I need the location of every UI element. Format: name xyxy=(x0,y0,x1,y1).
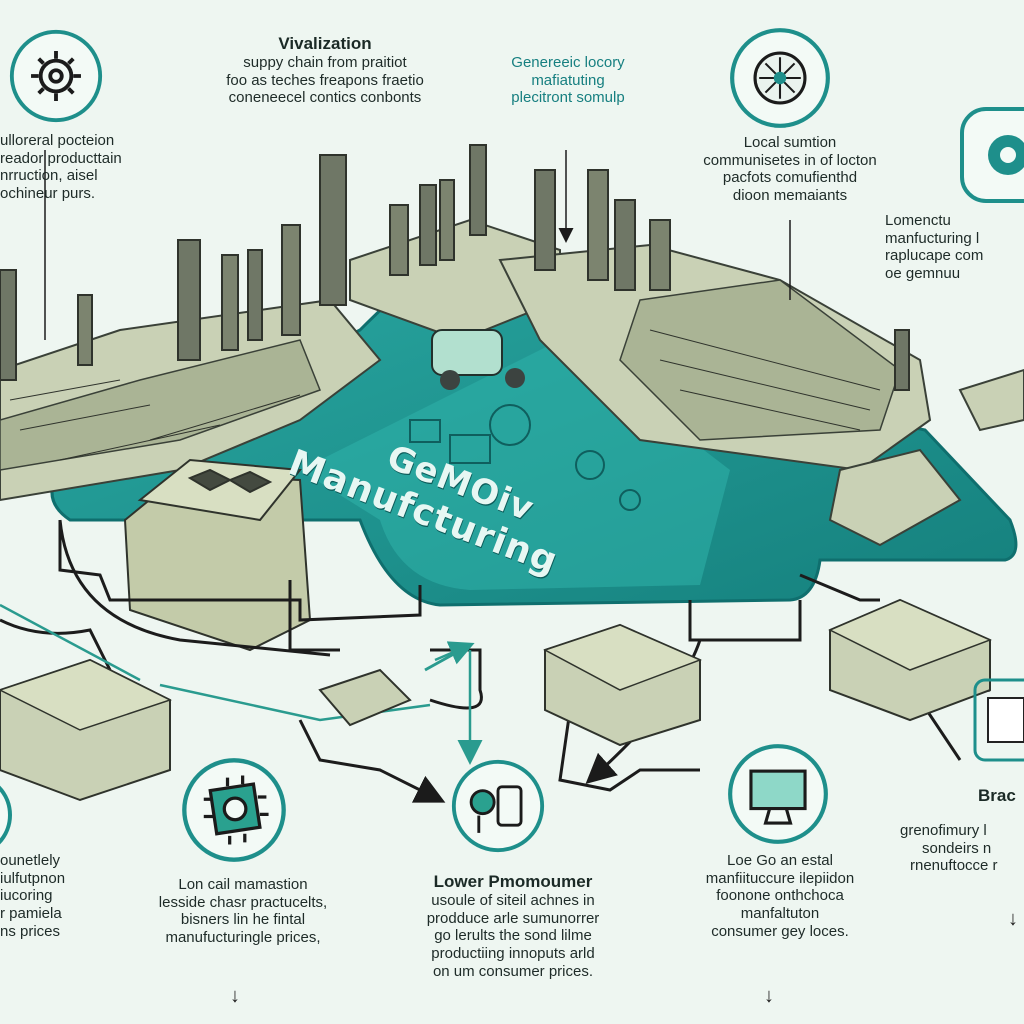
chip-icon xyxy=(180,756,288,864)
bottom-col2-line: Lon cail mamastion xyxy=(178,876,308,893)
top-teal-line: plecitront somulp xyxy=(511,89,625,107)
top-left-line: reador producttain xyxy=(0,149,122,167)
top-teal-block: Genereeic locory mafiatuting plecitront … xyxy=(468,54,668,107)
gear-icon xyxy=(958,105,1024,205)
module-lower-left xyxy=(0,658,172,802)
top-teal-line: mafiatuting xyxy=(531,71,605,89)
top-far-right-line: manfucturing l xyxy=(885,229,980,247)
bottom-col5-line: rnenuftocce r xyxy=(910,857,998,875)
top-center-heading: Vivalization xyxy=(278,34,372,53)
top-right-line: Local sumtion xyxy=(743,134,837,151)
bottom-col1-line: iucoring xyxy=(0,887,53,905)
top-teal-line: Genereeic locory xyxy=(511,54,625,71)
bottom-col3-line: prodduce arle sumunorrer xyxy=(426,909,600,927)
partial-left-icon xyxy=(0,770,20,860)
top-center-line: foo as teches freapons fraetio xyxy=(226,71,424,89)
factory-center xyxy=(349,144,561,390)
bottom-col2-line: bisners lin he fintal xyxy=(180,911,306,929)
right-edge-panel xyxy=(973,678,1024,762)
bottom-col4-line: Loe Go an estal xyxy=(727,852,833,869)
bottom-col3-line: on um consumer prices. xyxy=(432,962,594,980)
top-far-right-line: Lomenctu xyxy=(885,212,951,229)
monitor-icon xyxy=(726,742,830,846)
generator-unit xyxy=(123,458,312,652)
top-right-line: pacfots comufienthd xyxy=(722,169,858,187)
top-center-block: Vivalization suppy chain from praitiot f… xyxy=(180,34,470,107)
top-left-line: ochineur purs. xyxy=(0,185,96,203)
bottom-col5-heading: Brac xyxy=(978,786,1016,805)
gear-icon xyxy=(8,28,104,124)
bottom-col4-line: manfaltuton xyxy=(740,905,820,923)
top-right-line: dioon memaiants xyxy=(732,187,848,205)
module-mid-right xyxy=(543,623,702,747)
board-symbols xyxy=(409,404,641,511)
bottom-col1-line: r pamiela xyxy=(0,905,62,923)
bottom-col4: Loe Go an estal manfiituccure ilepiidon … xyxy=(660,852,900,940)
bottom-col2-line: lesside chasr practucelts, xyxy=(158,893,328,911)
bottom-col1: ounetlely iulfutpnon iucoring r pamiela … xyxy=(0,852,120,940)
bottom-col2: Lon cail mamastion lesside chasr practuc… xyxy=(118,876,368,947)
arrow-down-icon: ↓ xyxy=(1008,908,1018,930)
top-right-block: Local sumtion communisetes in of locton … xyxy=(660,134,920,205)
bottom-col1-line: ounetlely xyxy=(0,852,61,869)
bottom-col5-line: sondeirs n xyxy=(922,839,992,857)
arrow-down-icon: ↓ xyxy=(764,985,774,1007)
top-center-line: coneneecel contics conbonts xyxy=(228,89,422,107)
top-left-line: nrruction, aisel xyxy=(0,167,98,185)
bottom-col3: Lower Pmomoumer usoule of siteil achnes … xyxy=(378,872,648,980)
factory-cluster-right xyxy=(498,169,932,472)
top-far-right-line: raplucape com xyxy=(885,247,984,265)
bottom-col3-line: usoule of siteil achnes in xyxy=(431,892,595,910)
bottom-col1-line: iulfutpnon xyxy=(0,869,66,887)
bottom-col3-heading: Lower Pmomoumer xyxy=(433,872,593,891)
top-far-right-block: Lomenctu manfucturing l raplucape com oe… xyxy=(885,212,1024,283)
module-far-right xyxy=(828,598,992,722)
fan-icon xyxy=(728,26,832,130)
top-left-line: ulloreral pocteion xyxy=(0,132,115,149)
top-center-line: suppy chain from praitiot xyxy=(243,54,407,72)
bottom-col4-line: manfiituccure ilepiidon xyxy=(705,869,855,887)
top-right-line: communisetes in of locton xyxy=(703,151,877,169)
phone-tablet-icon xyxy=(450,758,546,854)
factory-row-left xyxy=(0,154,382,502)
bottom-col4-line: consumer gey loces. xyxy=(711,922,849,940)
bottom-col3-line: go lerults the sond lilme xyxy=(434,927,592,945)
bottom-col4-line: foonone onthchoca xyxy=(716,887,844,905)
arrow-down-icon: ↓ xyxy=(230,985,240,1007)
bottom-col5: Brac grenofimury l sondeirs n rnenuftocc… xyxy=(900,786,1024,875)
top-far-right-line: oe gemnuu xyxy=(885,265,961,283)
bottom-col5-line: grenofimury l xyxy=(900,822,987,840)
module-center-small xyxy=(318,668,412,727)
module-right-platform xyxy=(828,368,1024,547)
top-left-block: ulloreral pocteion reador producttain nr… xyxy=(0,132,180,203)
bottom-col1-line: ns prices xyxy=(0,922,61,940)
bottom-col3-line: productiing innoputs arld xyxy=(431,945,595,963)
bottom-col2-line: manufucturingle prices, xyxy=(165,929,321,947)
